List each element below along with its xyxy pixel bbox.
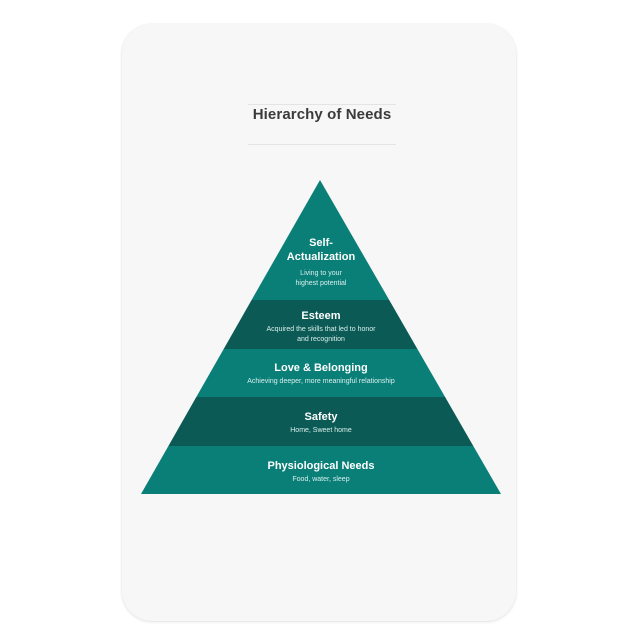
layer-esteem-shape	[223, 300, 418, 349]
layer-safety-shape	[168, 397, 474, 446]
layer-title: Physiological Needs	[267, 460, 375, 472]
layer-self-actualization: Self- Actualization Living to your highe…	[141, 236, 501, 289]
layer-description: Acquired the skills that led to honor	[266, 326, 376, 333]
layer-description: highest potential	[295, 280, 347, 287]
layer-description: Food, water, sleep	[292, 476, 350, 483]
layer-esteem: Esteem Acquired the skills that led to h…	[141, 309, 501, 345]
layer-physiological-needs: Physiological Needs Food, water, sleep	[141, 459, 501, 485]
layer-description: and recognition	[297, 336, 345, 343]
layer-love-belonging: Love & Belonging Achieving deeper, more …	[141, 361, 501, 387]
layer-description: Achieving deeper, more meaningful relati…	[247, 378, 395, 385]
diagram-title: Hierarchy of Needs	[252, 106, 392, 123]
layer-title: Self-	[309, 237, 333, 249]
title-rule-bottom	[248, 144, 396, 145]
layer-title: Safety	[304, 411, 338, 423]
layer-description: Living to your	[300, 270, 342, 277]
layer-self-actualization-shape	[251, 180, 390, 300]
layer-description: Home, Sweet home	[290, 427, 352, 434]
title-rule-top	[248, 104, 396, 105]
layer-title: Love & Belonging	[274, 362, 368, 374]
layer-safety: Safety Home, Sweet home	[141, 410, 501, 436]
layer-title: Actualization	[286, 251, 356, 263]
layer-physiological-shape	[141, 446, 501, 494]
layer-love-belonging-shape	[196, 349, 446, 397]
layer-title: Esteem	[301, 310, 341, 322]
